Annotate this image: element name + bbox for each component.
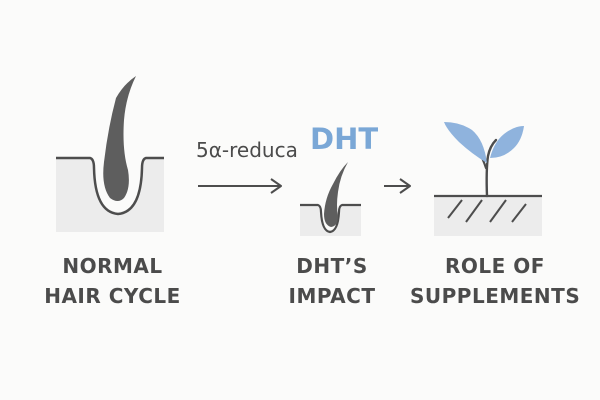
label-line: HAIR CYCLE: [44, 284, 181, 308]
next-step-arrow: [384, 178, 411, 194]
dht-label: DHT: [310, 122, 379, 156]
hair-follicle-icon: [56, 76, 164, 232]
enzyme-label: 5α-reduca: [196, 138, 298, 162]
miniaturized-follicle-icon: [300, 162, 361, 236]
label-line: DHT’S: [296, 254, 368, 278]
conversion-arrow: [198, 178, 282, 194]
sprout-icon: [434, 122, 542, 236]
label-line: SUPPLEMENTS: [410, 284, 581, 308]
label-line: ROLE OF: [445, 254, 545, 278]
step-label-dhts-impact: DHT’S IMPACT: [272, 251, 392, 311]
label-line: IMPACT: [288, 284, 376, 308]
step-label-role-of-supplements: ROLE OF SUPPLEMENTS: [410, 251, 580, 311]
label-line: NORMAL: [62, 254, 163, 278]
step-label-normal-hair-cycle: NORMAL HAIR CYCLE: [40, 251, 185, 311]
